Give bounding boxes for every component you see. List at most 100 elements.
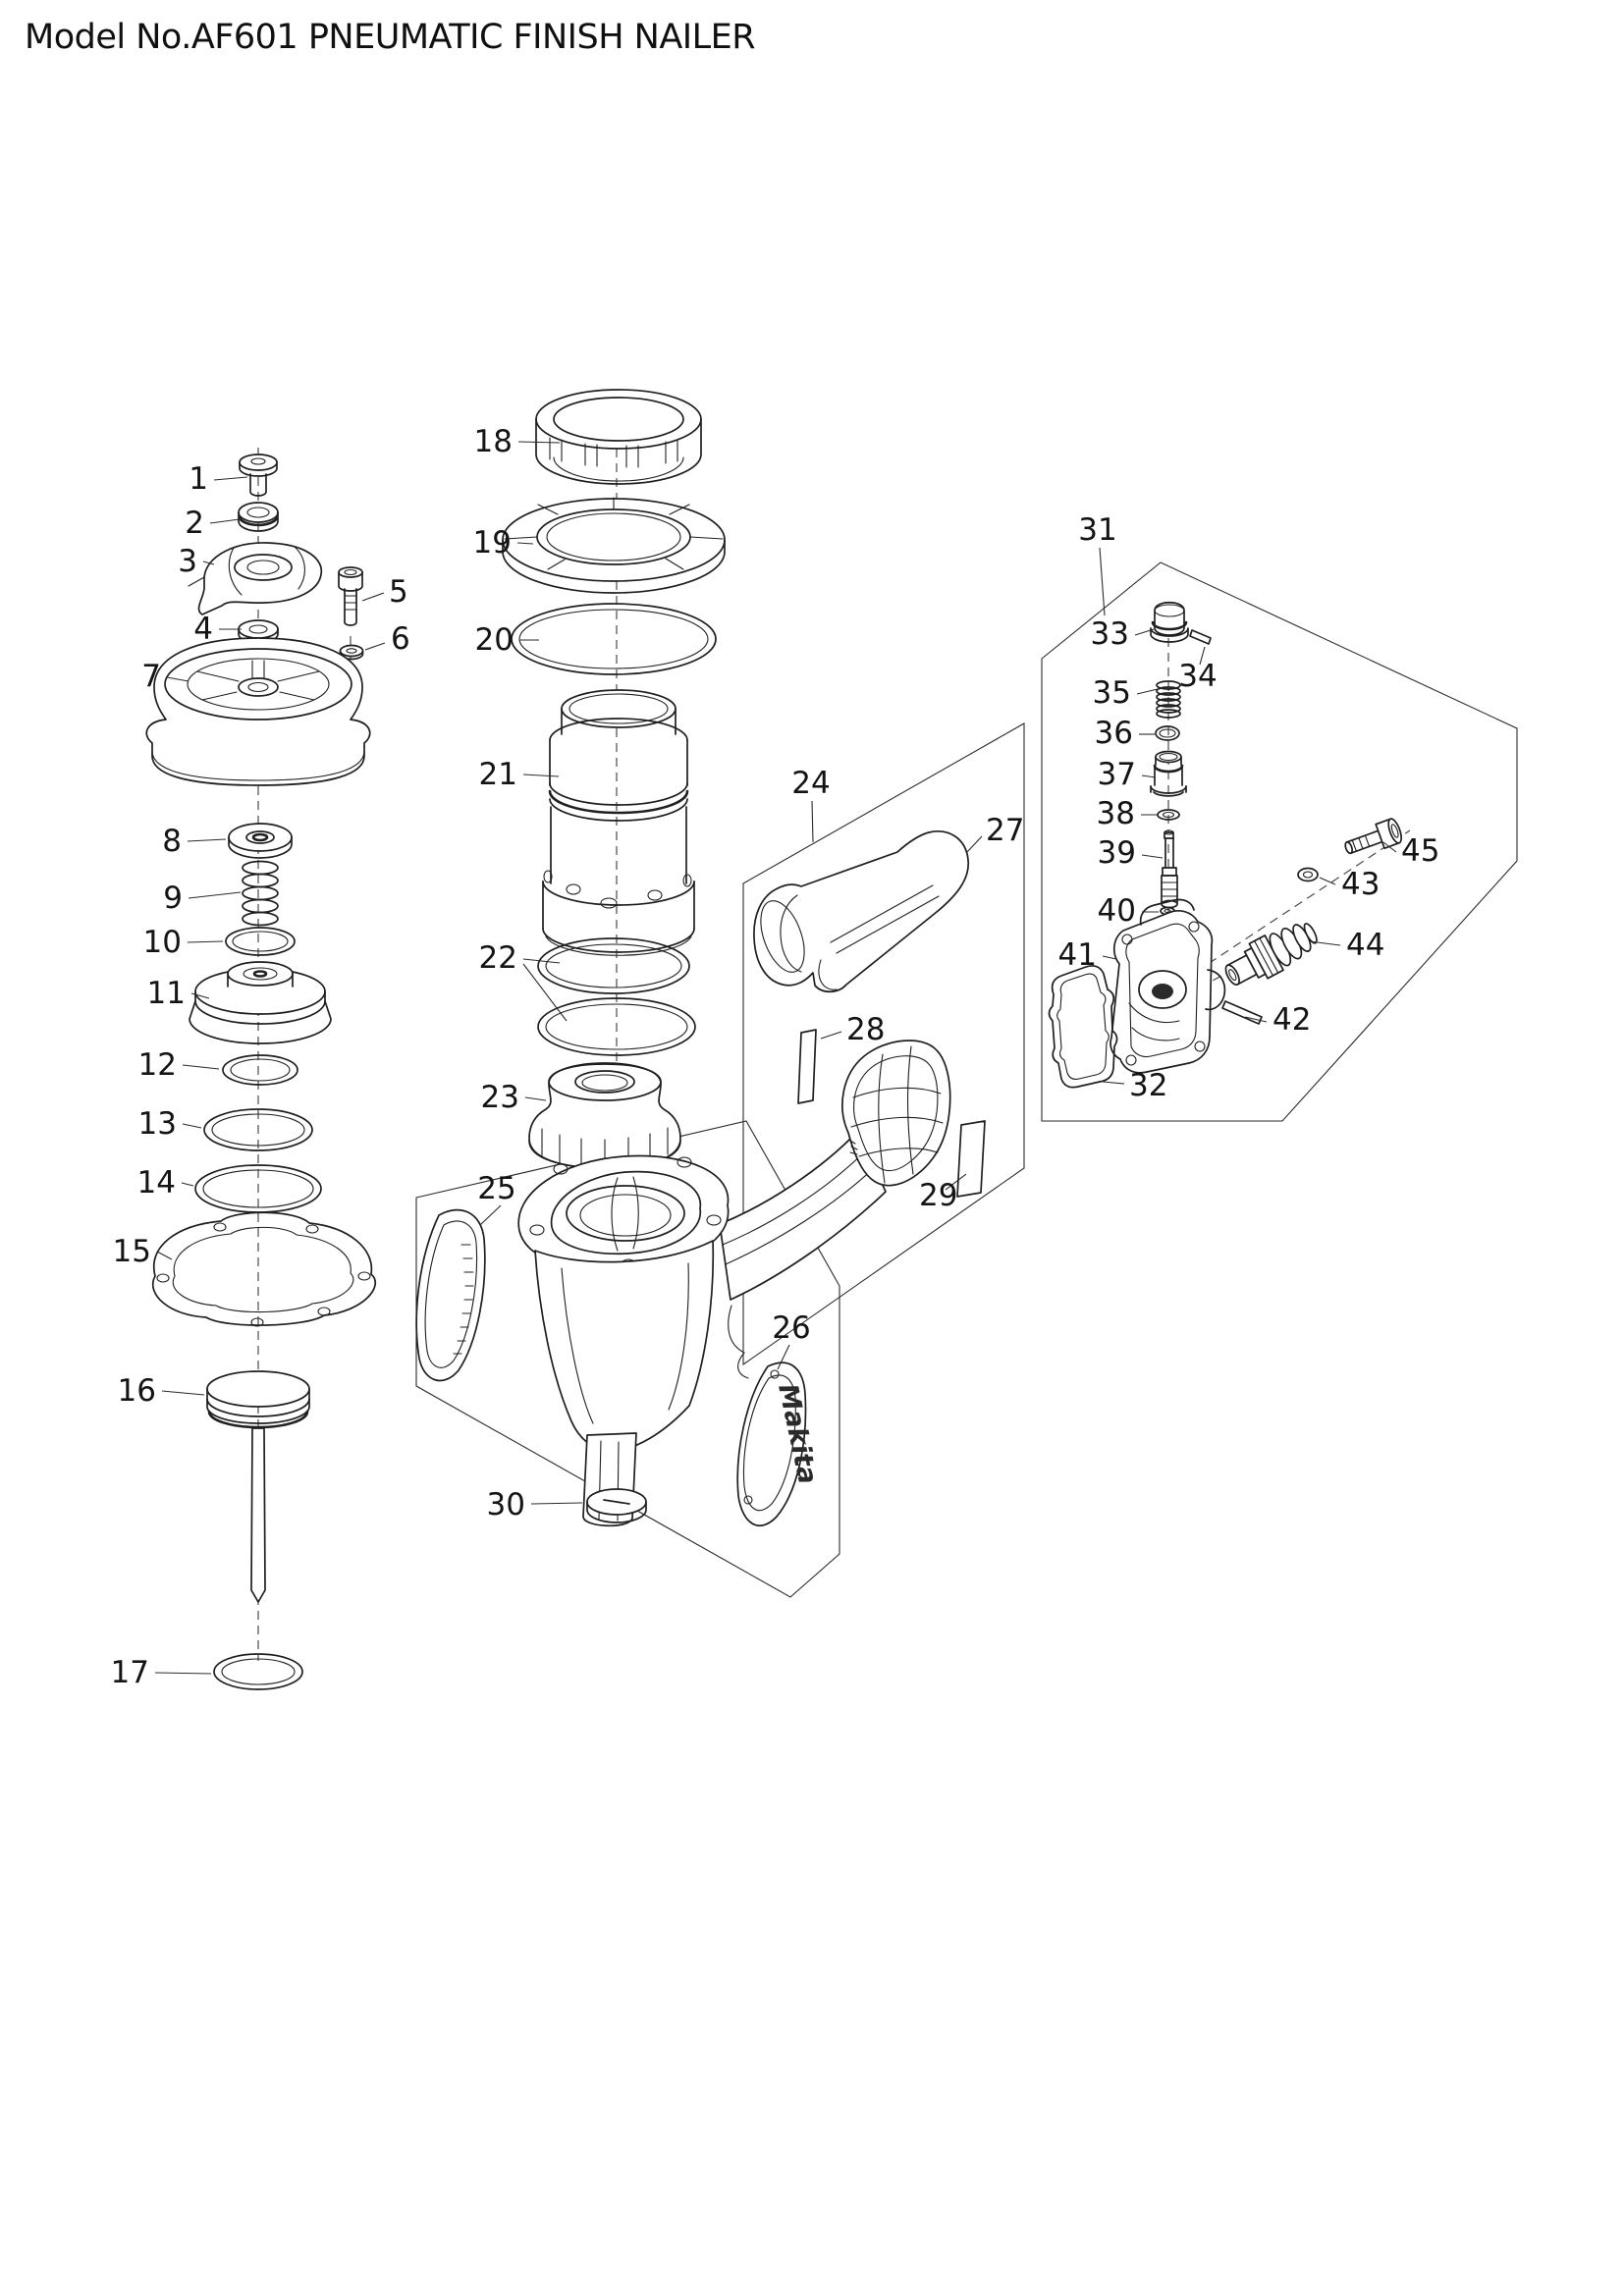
part-33	[1150, 601, 1189, 643]
callout-20: 20	[475, 622, 514, 658]
region-box-housing	[415, 1120, 840, 1598]
callout-15: 15	[113, 1234, 151, 1269]
part-20	[511, 603, 717, 675]
callout-43: 43	[1341, 867, 1380, 902]
part-25	[415, 1208, 486, 1382]
part-2	[238, 502, 279, 532]
part-27	[753, 830, 970, 993]
leader-line-21	[522, 774, 560, 777]
callout-26: 26	[772, 1310, 810, 1346]
callout-45: 45	[1401, 833, 1439, 869]
part-23	[528, 1062, 681, 1170]
callout-16: 16	[118, 1373, 156, 1409]
part-18	[535, 389, 702, 485]
callout-33: 33	[1091, 616, 1129, 652]
part-39	[1161, 829, 1178, 909]
leader-line-13	[182, 1123, 202, 1129]
leader-line-43	[1319, 877, 1336, 885]
part-17	[213, 1653, 303, 1690]
part-13	[203, 1108, 313, 1151]
callout-36: 36	[1095, 716, 1133, 751]
leader-line-19	[516, 542, 534, 545]
callout-29: 29	[919, 1178, 957, 1213]
callout-21: 21	[479, 757, 517, 792]
callout-28: 28	[846, 1012, 885, 1047]
callout-3: 3	[178, 544, 197, 579]
part-3	[188, 542, 323, 615]
leader-line-41	[1102, 955, 1117, 960]
callout-34: 34	[1178, 659, 1217, 694]
part-19	[502, 497, 726, 594]
leader-line-25	[479, 1204, 502, 1226]
part-42	[1221, 1000, 1263, 1025]
leader-line-18	[517, 441, 561, 444]
leader-line-15	[156, 1251, 173, 1260]
part-44	[1224, 923, 1318, 986]
part-32	[1048, 965, 1118, 1089]
leader-line-11	[190, 992, 210, 999]
region-box-24-magazine	[742, 722, 1025, 1366]
leader-line-16	[161, 1390, 205, 1396]
part-35	[1156, 680, 1181, 719]
part-28	[797, 1029, 817, 1104]
part-41	[1110, 898, 1226, 1074]
part-5	[338, 566, 363, 626]
leader-line-45	[1382, 841, 1397, 853]
part-26: Makita	[736, 1362, 823, 1527]
callout-23: 23	[481, 1080, 519, 1115]
leader-line-39	[1141, 854, 1164, 859]
part-36	[1155, 725, 1180, 741]
callout-8: 8	[162, 824, 182, 859]
leader-line-17	[154, 1672, 212, 1675]
callout-13: 13	[138, 1106, 177, 1142]
part-21	[542, 689, 695, 956]
part-11	[189, 961, 332, 1044]
part-8	[228, 823, 293, 859]
leader-line-2	[209, 518, 241, 524]
leader-line-23	[524, 1096, 547, 1101]
handle-bumper	[841, 1040, 951, 1187]
leader-line-28	[820, 1031, 842, 1040]
diagram-title: Model No.AF601 PNEUMATIC FINISH NAILER	[25, 18, 756, 57]
assembly-axes	[257, 404, 1411, 1661]
part-29	[956, 1120, 986, 1198]
leader-line-29	[945, 1173, 967, 1191]
leader-line-32	[1102, 1081, 1125, 1085]
leader-line-44	[1309, 940, 1341, 946]
callout-40: 40	[1098, 893, 1136, 929]
leader-line-7	[166, 676, 189, 682]
leader-line-27	[965, 835, 983, 854]
leader-line-30	[530, 1502, 583, 1505]
leader-line-26	[777, 1344, 790, 1370]
callout-42: 42	[1272, 1002, 1311, 1038]
leader-line-8	[187, 838, 227, 842]
callout-18: 18	[474, 424, 513, 459]
leader-line-33	[1134, 628, 1155, 636]
callout-39: 39	[1098, 835, 1136, 871]
region-box-31-valve	[1041, 561, 1518, 1122]
callout-41: 41	[1058, 937, 1097, 973]
leader-line-1	[213, 476, 248, 481]
leader-line-24	[811, 800, 814, 843]
callout-31: 31	[1078, 512, 1116, 548]
callout-44: 44	[1346, 928, 1384, 963]
callout-11: 11	[147, 976, 186, 1011]
handle-marking	[849, 1140, 858, 1155]
callout-38: 38	[1097, 796, 1135, 831]
part-30	[586, 1488, 647, 1523]
leader-line-31	[1099, 547, 1106, 616]
leader-line-34	[1199, 646, 1206, 666]
callout-17: 17	[111, 1655, 149, 1690]
part-10	[225, 927, 296, 956]
leader-line-6	[364, 642, 386, 651]
callout-5: 5	[389, 574, 408, 610]
callout-25: 25	[477, 1171, 515, 1206]
part-1	[239, 454, 278, 497]
part-7	[145, 637, 371, 786]
part-37	[1150, 750, 1187, 797]
leader-line-12	[182, 1064, 220, 1070]
leader-line-9	[188, 891, 242, 899]
callout-30: 30	[487, 1487, 525, 1522]
